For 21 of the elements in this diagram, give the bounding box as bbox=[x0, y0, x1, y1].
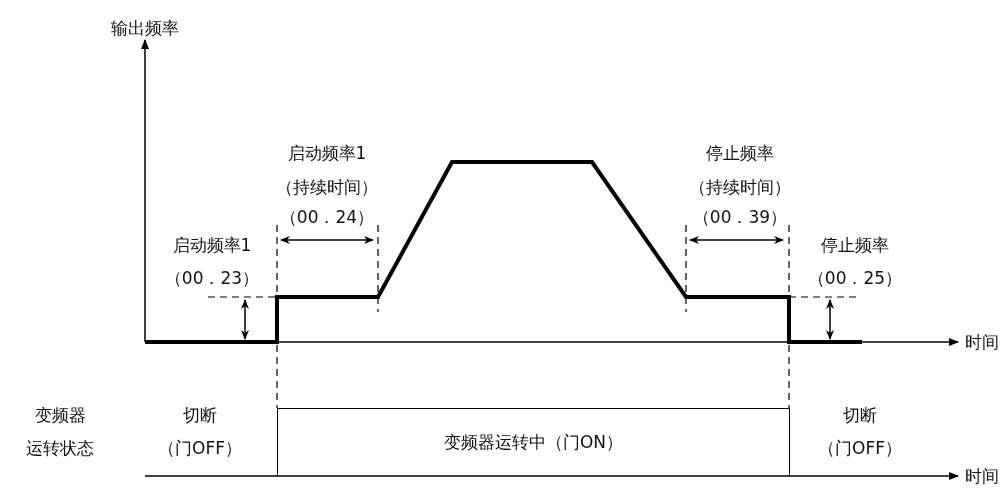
parameter-label: （持续时间） bbox=[689, 177, 791, 197]
parameter-code: （00．39） bbox=[692, 207, 788, 227]
row-label: 变频器 bbox=[34, 405, 86, 425]
state-label: 变频器运转中（门ON） bbox=[443, 431, 624, 454]
parameter-label: （持续时间） bbox=[276, 177, 378, 197]
axis-label: 时间 bbox=[965, 466, 999, 486]
state-label: （门OFF） bbox=[158, 438, 242, 458]
parameter-code: （00．25） bbox=[807, 268, 903, 288]
row-label: 运转状态 bbox=[26, 438, 94, 458]
running-state-box bbox=[277, 408, 790, 476]
parameter-code: （00．23） bbox=[164, 268, 260, 288]
parameter-label: 启动频率1 bbox=[172, 235, 252, 255]
state-label: （门OFF） bbox=[818, 438, 902, 458]
state-label: 切断 bbox=[843, 405, 877, 425]
parameter-label: 停止频率 bbox=[821, 235, 889, 255]
parameter-label: 停止频率 bbox=[706, 143, 774, 163]
axis-label: 时间 bbox=[965, 332, 999, 352]
parameter-label: 启动频率1 bbox=[287, 143, 367, 163]
axis-label: 输出频率 bbox=[111, 18, 179, 38]
state-label: 切断 bbox=[183, 405, 217, 425]
parameter-code: （00．24） bbox=[279, 207, 375, 227]
